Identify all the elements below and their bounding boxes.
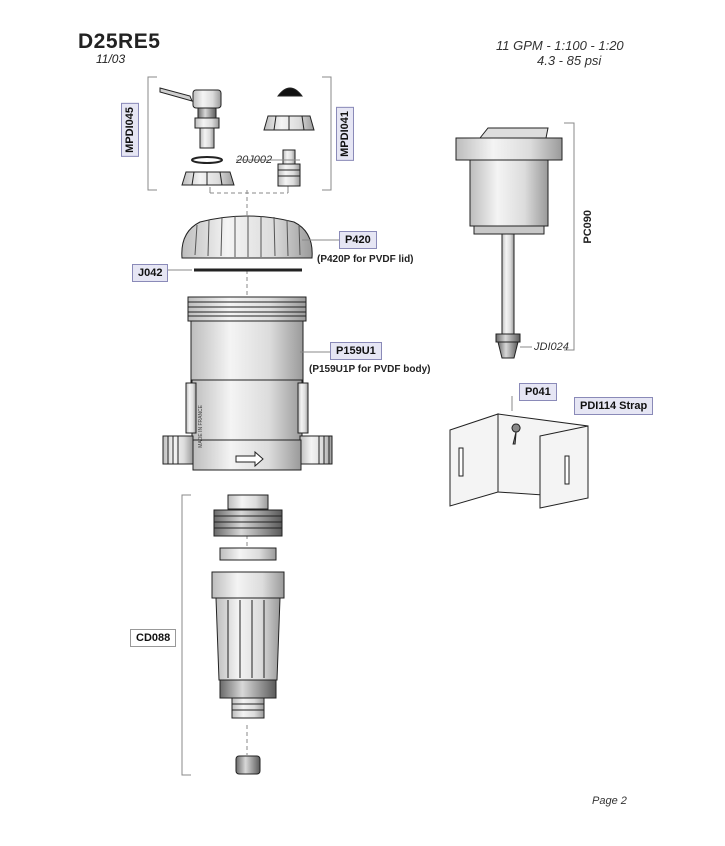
part-tag-cd088: CD088 <box>130 629 177 647</box>
part-tag-pc090: PC090 <box>582 210 594 244</box>
part-tag-p041: P041 <box>519 383 557 401</box>
page-number: Page 2 <box>592 795 627 807</box>
injector-cd088 <box>211 494 285 775</box>
body-p159u1 <box>162 296 333 471</box>
valve-mpdi041 <box>263 87 315 187</box>
tube-pc090 <box>455 127 563 359</box>
part-tag-mpdi041: MPDI041 <box>336 107 354 161</box>
part-tag-p420: P420 <box>339 231 377 249</box>
lid-p420 <box>181 215 313 259</box>
note-p159u1: (P159U1P for PVDF body) <box>309 364 431 375</box>
pressure-spec: 4.3 - 85 psi <box>537 53 602 68</box>
top-valve-bracket <box>147 76 332 191</box>
valve-mpdi045 <box>159 87 235 186</box>
pc090-bracket <box>564 122 575 351</box>
part-tag-20j002: 20J002 <box>236 154 273 166</box>
model-title: D25RE5 <box>78 30 161 53</box>
part-tag-jdi024: JDI024 <box>534 341 569 353</box>
part-tag-j042: J042 <box>132 264 169 282</box>
part-tag-pdi114: PDI114 Strap <box>574 397 654 415</box>
part-tag-mpdi045: MPDI045 <box>121 103 139 157</box>
part-tag-p159u1: P159U1 <box>330 342 382 360</box>
body-marking: MADE IN FRANCE <box>198 405 204 448</box>
revision-date: 11/03 <box>96 52 126 66</box>
cd088-bracket <box>181 494 191 776</box>
note-p420: (P420P for PVDF lid) <box>317 254 414 265</box>
bracket-p041 <box>449 413 589 509</box>
flow-spec: 11 GPM - 1:100 - 1:20 <box>496 38 624 53</box>
